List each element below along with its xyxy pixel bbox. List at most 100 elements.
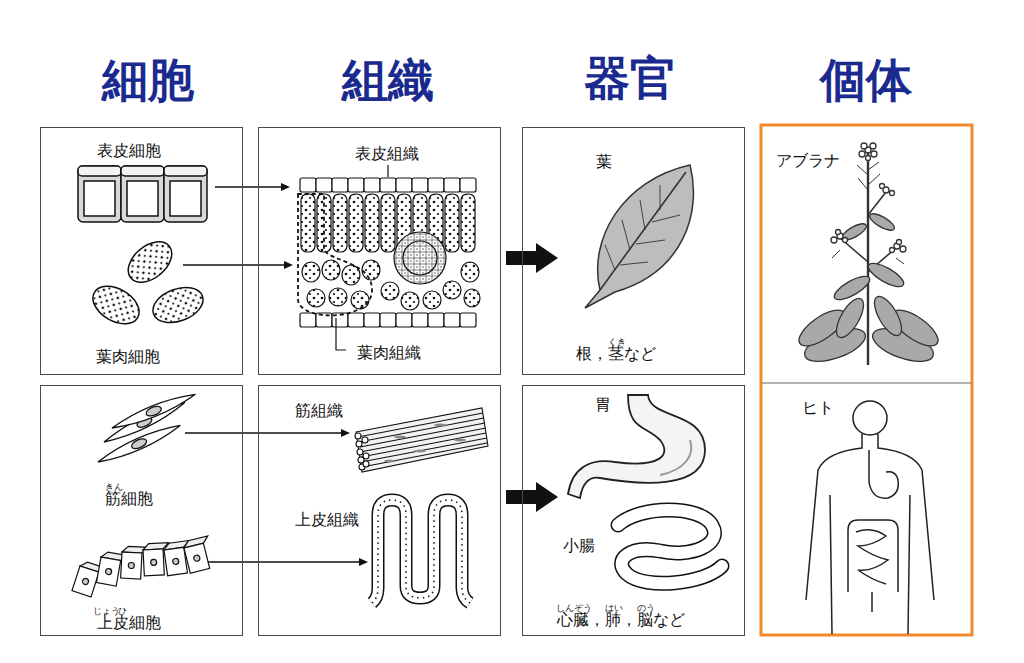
rapeseed-plant bbox=[843, 238, 848, 243]
block-arrow bbox=[506, 482, 558, 512]
leaf-cross-section bbox=[362, 260, 380, 280]
highlight-frame bbox=[762, 382, 971, 383]
leaf-organ bbox=[605, 185, 680, 270]
mesophyll-cells bbox=[148, 281, 208, 329]
muscle-cells bbox=[110, 389, 198, 433]
rapeseed-plant bbox=[832, 162, 904, 264]
epithelial-cells bbox=[105, 568, 112, 575]
leaf-cross-section bbox=[364, 313, 380, 327]
part-label: 心臓，肺，脳など bbox=[557, 610, 685, 629]
arrow-shaft bbox=[215, 186, 282, 188]
mesophyll-cells bbox=[121, 234, 180, 291]
rapeseed-plant bbox=[871, 151, 877, 157]
rapeseed-plant bbox=[840, 192, 896, 272]
rapeseed-plant bbox=[831, 272, 873, 304]
epithelial-cells bbox=[164, 547, 187, 576]
level-panel: 胃小腸しんぞうはいのう心臓，肺，脳など bbox=[522, 385, 745, 636]
rapeseed-plant bbox=[861, 143, 867, 149]
level-panel: きん筋細胞じょうひ上皮細胞 bbox=[40, 385, 243, 636]
level-panel: 表皮細胞葉肉細胞 bbox=[40, 127, 243, 375]
level-panel: ヒト bbox=[760, 383, 973, 636]
rapeseed-plant bbox=[900, 246, 906, 252]
leaf-cross-section bbox=[380, 178, 396, 192]
part-label: 上皮細胞 bbox=[97, 613, 161, 632]
rapeseed-plant bbox=[831, 237, 837, 243]
leaf-organ bbox=[585, 165, 693, 308]
epidermal-cells bbox=[84, 181, 115, 216]
arrow-head bbox=[536, 243, 558, 273]
leaf-cross-section bbox=[302, 262, 320, 282]
small-intestine-organ bbox=[618, 510, 722, 583]
muscle-tissue bbox=[414, 450, 426, 453]
epidermal-cells bbox=[121, 166, 164, 176]
leaf-cross-section bbox=[460, 313, 476, 327]
leaf-cross-section bbox=[365, 194, 379, 252]
part-label: 筋組織 bbox=[295, 401, 343, 420]
epidermal-cells bbox=[78, 166, 121, 176]
part-label: 胃 bbox=[595, 395, 611, 414]
mesophyll-cells bbox=[86, 279, 145, 332]
leader-line bbox=[336, 165, 388, 350]
leaf-cross-section bbox=[461, 262, 479, 282]
leaf-cross-section bbox=[394, 232, 446, 284]
epithelial-cells bbox=[72, 566, 99, 597]
leader-line bbox=[387, 165, 388, 177]
muscle-tissue bbox=[356, 408, 488, 472]
rapeseed-plant bbox=[831, 143, 906, 253]
leaf-cross-section bbox=[332, 178, 348, 192]
column-heading: 個体 bbox=[820, 55, 912, 106]
pointer-arrow bbox=[208, 558, 368, 566]
muscle-cells bbox=[145, 404, 163, 417]
human-figure bbox=[871, 592, 873, 612]
epithelial-cells bbox=[72, 536, 216, 599]
part-label: ヒト bbox=[802, 398, 834, 417]
leaf-cross-section bbox=[300, 313, 316, 327]
level-panel: アブラナ bbox=[760, 125, 973, 383]
highlight-frame bbox=[761, 125, 972, 635]
part-label: 表皮細胞 bbox=[97, 141, 161, 160]
rapeseed-plant bbox=[836, 230, 841, 235]
part-label: 葉肉細胞 bbox=[96, 347, 160, 366]
muscle-tissue bbox=[434, 424, 446, 427]
leaf-cross-section bbox=[364, 178, 380, 192]
level-panel: 葉くき根，茎など bbox=[522, 127, 745, 375]
leaf-cross-section bbox=[301, 194, 315, 252]
muscle-tissue bbox=[356, 441, 362, 447]
rapeseed-plant bbox=[794, 143, 944, 368]
pointer-arrow bbox=[183, 261, 293, 269]
leaf-cross-section bbox=[461, 194, 475, 252]
leaf-cross-section bbox=[428, 313, 444, 327]
pointer-arrow bbox=[185, 429, 350, 437]
arrow-head bbox=[341, 429, 350, 437]
epithelial-cells bbox=[193, 555, 200, 562]
part-label: 小腸 bbox=[563, 536, 595, 555]
rapeseed-plant bbox=[831, 211, 907, 304]
muscle-tissue bbox=[394, 436, 406, 439]
block-arrow bbox=[506, 243, 558, 273]
epidermal-cells bbox=[170, 181, 201, 216]
rapeseed-plant bbox=[870, 143, 876, 149]
column-heading: 器官 bbox=[584, 53, 676, 104]
epithelial-tissue bbox=[372, 500, 470, 603]
epidermal-cells bbox=[127, 181, 158, 216]
muscle-tissue bbox=[357, 449, 363, 455]
leaf-cross-section bbox=[403, 241, 437, 275]
human-figure bbox=[848, 520, 898, 592]
leaf-cross-section bbox=[307, 289, 325, 307]
leaf-cross-section bbox=[444, 313, 460, 327]
muscle-cells bbox=[130, 437, 148, 451]
epithelial-cells bbox=[143, 549, 164, 576]
rapeseed-plant bbox=[831, 294, 869, 341]
leader-line bbox=[336, 318, 346, 350]
muscle-tissue bbox=[384, 424, 466, 463]
small-intestine-organ bbox=[618, 510, 722, 583]
leaf-cross-section bbox=[423, 291, 441, 309]
leaf-cross-section bbox=[412, 313, 428, 327]
leaf-cross-section bbox=[349, 194, 363, 252]
leaf-cross-section bbox=[329, 288, 347, 306]
rapeseed-plant bbox=[859, 151, 865, 157]
epithelial-cells bbox=[184, 543, 210, 573]
level-panel: 表皮組織葉肉組織 bbox=[258, 127, 501, 375]
part-label: 筋細胞 bbox=[105, 489, 153, 508]
epithelial-tissue bbox=[372, 500, 470, 603]
